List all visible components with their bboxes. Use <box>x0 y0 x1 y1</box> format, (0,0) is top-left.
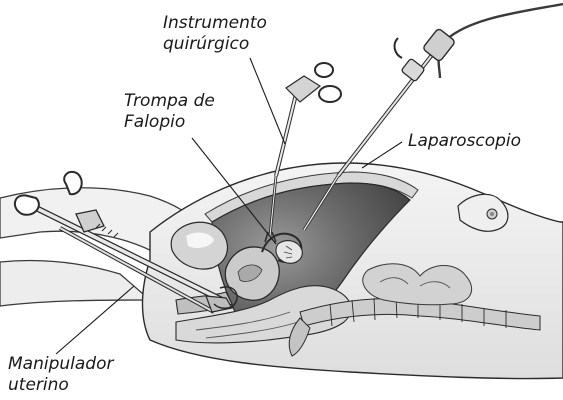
instrument-body <box>286 76 320 102</box>
laparoscope-light-post <box>395 38 402 58</box>
instrument-ring-upper <box>315 63 333 77</box>
laparoscope-eyepiece <box>401 58 425 82</box>
label-manipulador-line-1: Manipulador <box>8 354 113 375</box>
label-instrumento-line-2: quirúrgico <box>163 34 267 55</box>
label-manipulador-uterino: Manipulador uterino <box>8 354 113 396</box>
leader-laparoscopio <box>362 142 402 168</box>
label-instrumento-quirurgico: Instrumento quirúrgico <box>163 13 267 55</box>
label-trompa-de-falopio: Trompa de Falopio <box>124 91 215 133</box>
leg-lower <box>0 261 150 307</box>
label-instrumento-line-1: Instrumento <box>163 13 267 34</box>
nipple-center <box>490 212 494 216</box>
leader-instrumento <box>250 58 285 144</box>
label-laparoscopio: Laparoscopio <box>408 131 521 152</box>
laparoscope-coupler <box>422 28 455 62</box>
label-trompa-line-2: Falopio <box>124 112 215 133</box>
instrument-ring-lower <box>319 86 341 102</box>
manipulator-handle-ring-1 <box>15 195 39 214</box>
label-manipulador-line-2: uterino <box>8 375 113 396</box>
label-laparoscopio-line-1: Laparoscopio <box>408 131 521 152</box>
label-trompa-line-1: Trompa de <box>124 91 215 112</box>
ovary <box>276 241 302 264</box>
scope-cable <box>439 4 563 78</box>
